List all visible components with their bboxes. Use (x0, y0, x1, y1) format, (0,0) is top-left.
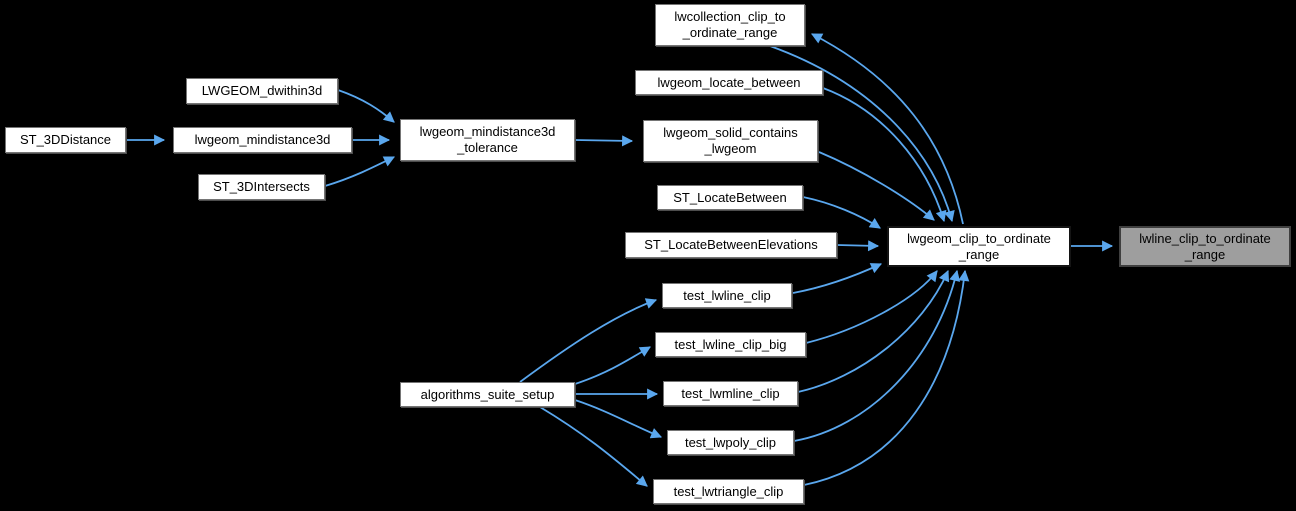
node-label: ST_LocateBetweenElevations (644, 237, 818, 252)
node-label: lwcollection_clip_to _ordinate_range (674, 9, 786, 40)
node-st-3dintersects[interactable]: ST_3DIntersects (198, 174, 325, 200)
node-label: test_lwpoly_clip (684, 434, 777, 450)
edge-tolerance-to-solid-contains (574, 135, 634, 147)
node-label: lwgeom_mindistance3d (194, 132, 331, 147)
edge-test-lwtriangle-clip-to-lwgeom-clip (803, 269, 970, 486)
node-test-lwpoly-clip[interactable]: test_lwpoly_clip (667, 430, 794, 455)
edge-lwgeom-dwithin3d-to-tolerance (337, 89, 395, 123)
node-label: test_lwmline_clip (681, 385, 780, 401)
node-label: lwgeom_clip_to_ordinate _range (907, 230, 1051, 262)
node-label: test_lwline_clip (683, 287, 771, 303)
edge-algorithms-to-test-lwline-clip-big (574, 346, 651, 385)
node-label: lwgeom_mindistance3d _tolerance (419, 124, 556, 155)
node-st-3ddistance[interactable]: ST_3DDistance (5, 127, 126, 153)
edge-lwgeom-locate-between-to-lwgeom-clip (822, 87, 947, 223)
edge-test-lwpoly-clip-to-lwgeom-clip (793, 269, 961, 442)
edge-test-lwmline-clip-to-lwgeom-clip (797, 269, 950, 393)
node-label: lwgeom_locate_between (657, 74, 801, 90)
node-label: LWGEOM_dwithin3d (201, 83, 323, 98)
node-test-lwline-clip-big[interactable]: test_lwline_clip_big (655, 332, 806, 357)
node-label: algorithms_suite_setup (420, 386, 555, 402)
edge-test-lwline-clip-to-lwgeom-clip (792, 263, 882, 294)
node-label: test_lwtriangle_clip (673, 483, 784, 499)
node-lwline-clip-to-ordinate-range: lwline_clip_to_ordinate _range (1119, 226, 1291, 267)
node-label: test_lwline_clip_big (674, 336, 787, 352)
node-test-lwtriangle-clip[interactable]: test_lwtriangle_clip (653, 479, 804, 504)
edge-lwcollection-to-lwgeom-clip (769, 45, 955, 223)
node-label: ST_3DDistance (19, 132, 112, 147)
edge-algorithms-to-test-lwtriangle-clip (539, 406, 648, 487)
edge-test-lwline-clip-big-to-lwgeom-clip (805, 270, 938, 344)
edge-solid-contains-to-lwgeom-clip (818, 151, 935, 221)
node-label: ST_LocateBetween (673, 189, 787, 205)
node-lwgeom-dwithin3d[interactable]: LWGEOM_dwithin3d (186, 78, 338, 104)
node-label: lwgeom_solid_contains _lwgeom (663, 125, 798, 156)
edge-st-3dintersects-to-tolerance (324, 156, 395, 187)
edge-algorithms-to-test-lwline-clip (519, 298, 658, 383)
node-lwgeom-mindistance3d-tolerance[interactable]: lwgeom_mindistance3d _tolerance (400, 119, 575, 161)
node-lwcollection-clip-to-ordinate-range[interactable]: lwcollection_clip_to _ordinate_range (655, 4, 805, 46)
node-label: lwline_clip_to_ordinate _range (1139, 230, 1271, 262)
node-algorithms-suite-setup[interactable]: algorithms_suite_setup (400, 382, 575, 407)
edge-lwgeom-clip-to-lwcollection (811, 33, 964, 225)
node-lwgeom-locate-between[interactable]: lwgeom_locate_between (635, 70, 823, 95)
node-test-lwline-clip[interactable]: test_lwline_clip (662, 283, 792, 308)
edge-st-locatebetweenelevations-to-lwgeom-clip (836, 240, 880, 252)
node-st-locatebetween[interactable]: ST_LocateBetween (657, 185, 803, 210)
node-lwgeom-solid-contains-lwgeom[interactable]: lwgeom_solid_contains _lwgeom (643, 120, 818, 162)
node-label: ST_3DIntersects (213, 179, 310, 194)
node-lwgeom-mindistance3d[interactable]: lwgeom_mindistance3d (173, 127, 352, 153)
node-st-locatebetweenelevations[interactable]: ST_LocateBetweenElevations (625, 232, 837, 258)
edge-st-locatebetween-to-lwgeom-clip (802, 196, 881, 229)
edge-algorithms-to-test-lwpoly-clip (574, 399, 663, 439)
node-test-lwmline-clip[interactable]: test_lwmline_clip (663, 381, 798, 406)
node-lwgeom-clip-to-ordinate-range[interactable]: lwgeom_clip_to_ordinate _range (887, 226, 1071, 267)
